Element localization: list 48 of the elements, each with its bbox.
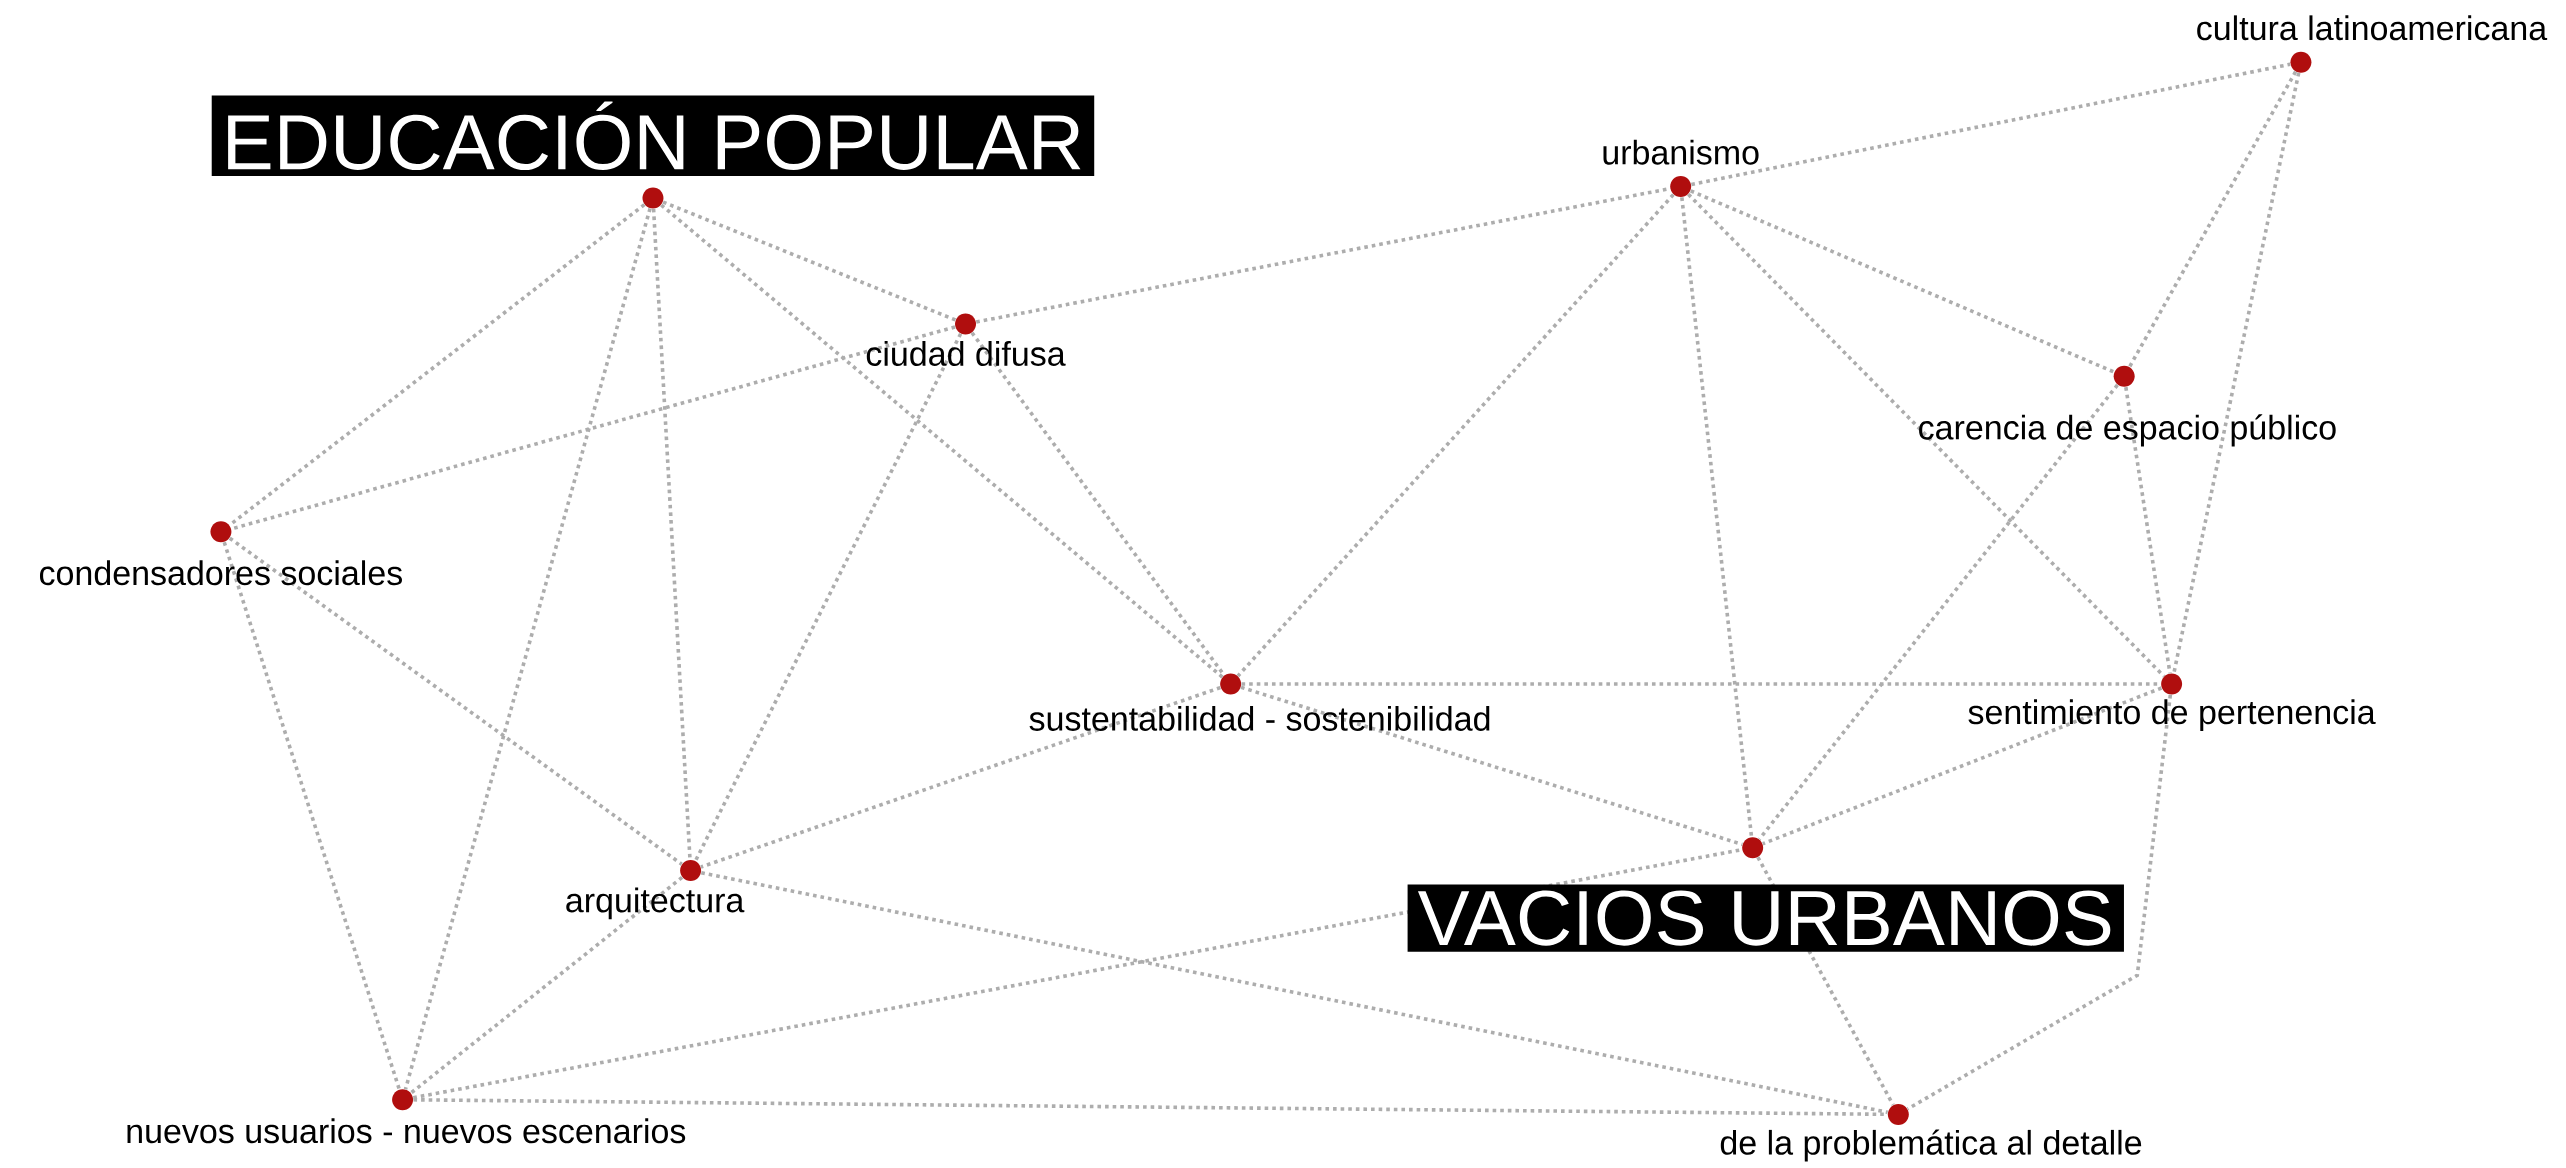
connector-line (1687, 192, 2166, 678)
connector-line (1690, 188, 2115, 374)
connector-line (693, 332, 963, 862)
connector-line (660, 203, 1224, 679)
connector-line (410, 875, 684, 1095)
node-label: arquitectura (566, 887, 745, 919)
node-dot (1742, 836, 1764, 858)
node-label: urbanismo (1603, 139, 1759, 165)
title-label: VACIOS URBANOS (1407, 884, 2124, 952)
connector-line (1758, 383, 2119, 840)
node-dot (210, 521, 232, 543)
connector-line (651, 208, 692, 860)
node-label: ciudad difusa (866, 340, 1066, 366)
node-dot (955, 313, 977, 335)
node-label: de la problemática al detalle (1720, 1129, 2142, 1162)
node-dot (2113, 365, 2135, 387)
connector-line (1240, 685, 1743, 846)
node-label: EDUCACIÓN POPULAR (228, 101, 1081, 170)
connector-line (1236, 193, 1675, 677)
connector-line (700, 870, 1888, 1114)
connector-line (222, 541, 401, 1090)
connector-line (2124, 386, 2172, 674)
node-dot (1670, 175, 1692, 197)
node-dot (2290, 51, 2312, 73)
node-dot (680, 859, 702, 881)
node-label: nuevos usuarios - nuevos escenarios (127, 1118, 686, 1144)
connector-line (228, 536, 683, 866)
connector-line (2127, 70, 2298, 368)
node-dot (642, 187, 664, 209)
node-label: sentimiento de pertenencia (1968, 699, 2376, 731)
node-label: VACIOS URBANOS (1417, 890, 2111, 946)
node-dot (1220, 673, 1242, 695)
node-dot (2161, 673, 2183, 695)
connector-line (1680, 196, 1754, 837)
connector-line (1762, 686, 2163, 846)
node-label: carencia de espacio público (1919, 414, 2336, 447)
connector-line (1691, 62, 2291, 186)
connector-line (1906, 694, 2173, 1111)
node-label: condensadores sociales (40, 560, 402, 586)
node-label: cultura latinoamericana (2197, 15, 2548, 41)
connector-line (2172, 72, 2301, 674)
connector-line (403, 207, 652, 1090)
connector-line (700, 685, 1221, 869)
node-label: sustentabilidad - sostenibilidad (1029, 705, 1490, 731)
title-label: EDUCACIÓN POPULAR (211, 95, 1095, 176)
node-dot (1887, 1103, 1909, 1125)
connector-line (662, 200, 957, 322)
node-dot (392, 1089, 414, 1110)
